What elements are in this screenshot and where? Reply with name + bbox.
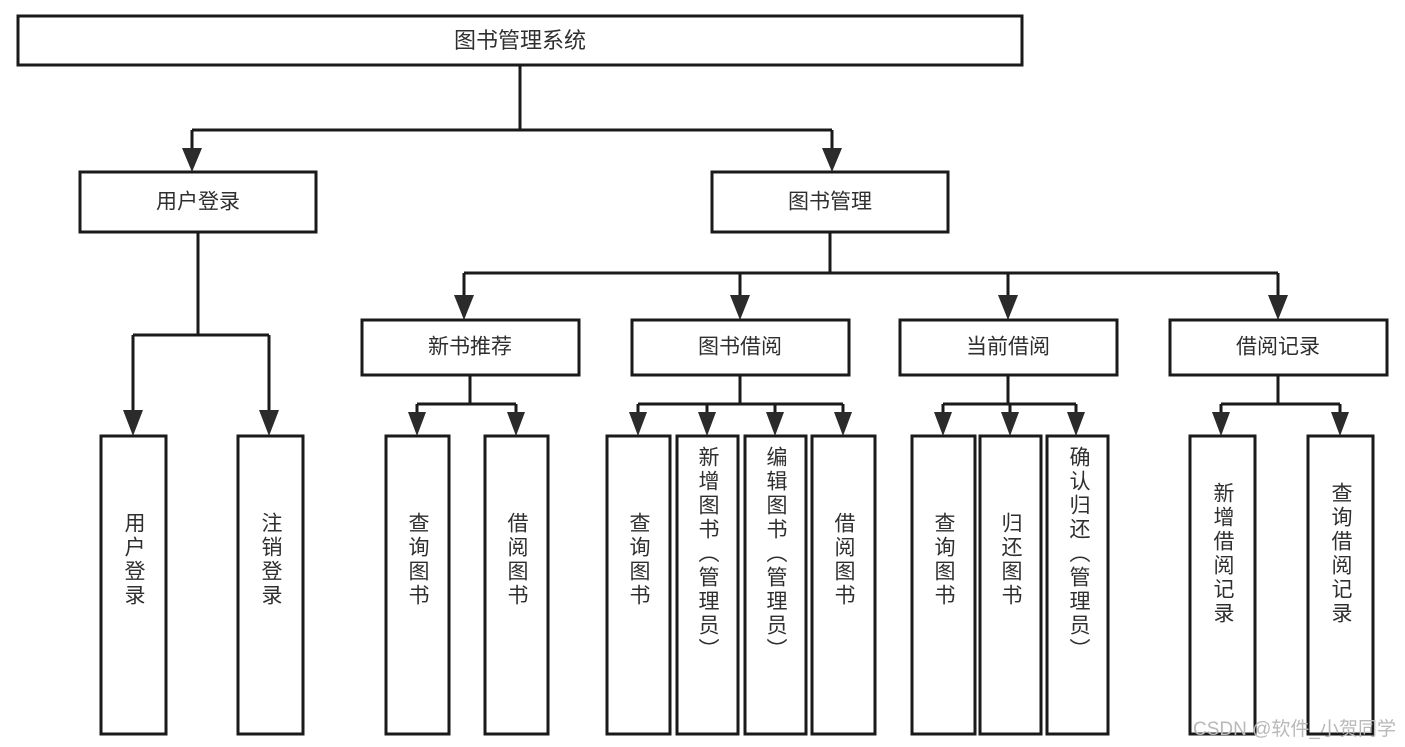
- node-current-borrow[interactable]: 当前借阅: [898, 318, 1119, 377]
- node-root[interactable]: 图书管理系统: [16, 14, 1024, 67]
- node-new-book-recommend[interactable]: 新书推荐: [360, 318, 581, 377]
- node-current-borrow-label: 当前借阅: [966, 336, 1050, 359]
- node-leaf-borrow-book-2[interactable]: [810, 434, 877, 736]
- watermark-text: CSDN @软件_小贺同学: [1193, 719, 1396, 740]
- node-book-management-label: 图书管理: [788, 191, 872, 214]
- node-leaf-query-borrow-record[interactable]: [1306, 434, 1375, 736]
- node-leaf-borrow-book-1[interactable]: [483, 434, 550, 736]
- connector-root-to-level2: [182, 65, 842, 172]
- node-leaf-add-borrow-record[interactable]: [1188, 434, 1257, 736]
- node-leaf-confirm-return-admin[interactable]: [1045, 434, 1110, 736]
- node-leaf-return-book[interactable]: [978, 434, 1043, 736]
- connector-book-mgmt-to-level3: [454, 232, 1288, 320]
- node-borrow-records-label: 借阅记录: [1236, 336, 1320, 359]
- connector-user-login-to-leaves: [123, 232, 279, 436]
- connector-book-borrow-to-leaves: [629, 375, 852, 436]
- node-leaf-query-book-3[interactable]: [910, 434, 977, 736]
- node-book-management[interactable]: 图书管理: [710, 170, 950, 234]
- node-leaf-query-book-1[interactable]: [384, 434, 451, 736]
- node-leaf-add-book-admin[interactable]: [675, 434, 740, 736]
- node-book-borrow[interactable]: 图书借阅: [630, 318, 851, 377]
- node-user-login[interactable]: 用户登录: [78, 170, 318, 234]
- connector-current-borrow-to-leaves: [934, 375, 1085, 436]
- node-leaf-user-login[interactable]: [99, 434, 168, 736]
- connector-new-book-to-leaves: [408, 375, 525, 436]
- node-leaf-logout[interactable]: [236, 434, 305, 736]
- node-user-login-label: 用户登录: [156, 191, 240, 214]
- connector-borrow-records-to-leaves: [1212, 375, 1349, 436]
- node-leaf-edit-book-admin[interactable]: [743, 434, 808, 736]
- node-new-book-recommend-label: 新书推荐: [428, 336, 512, 359]
- node-leaf-query-book-2[interactable]: [605, 434, 672, 736]
- node-book-borrow-label: 图书借阅: [698, 336, 782, 359]
- node-root-label: 图书管理系统: [454, 28, 586, 53]
- node-borrow-records[interactable]: 借阅记录: [1168, 318, 1389, 377]
